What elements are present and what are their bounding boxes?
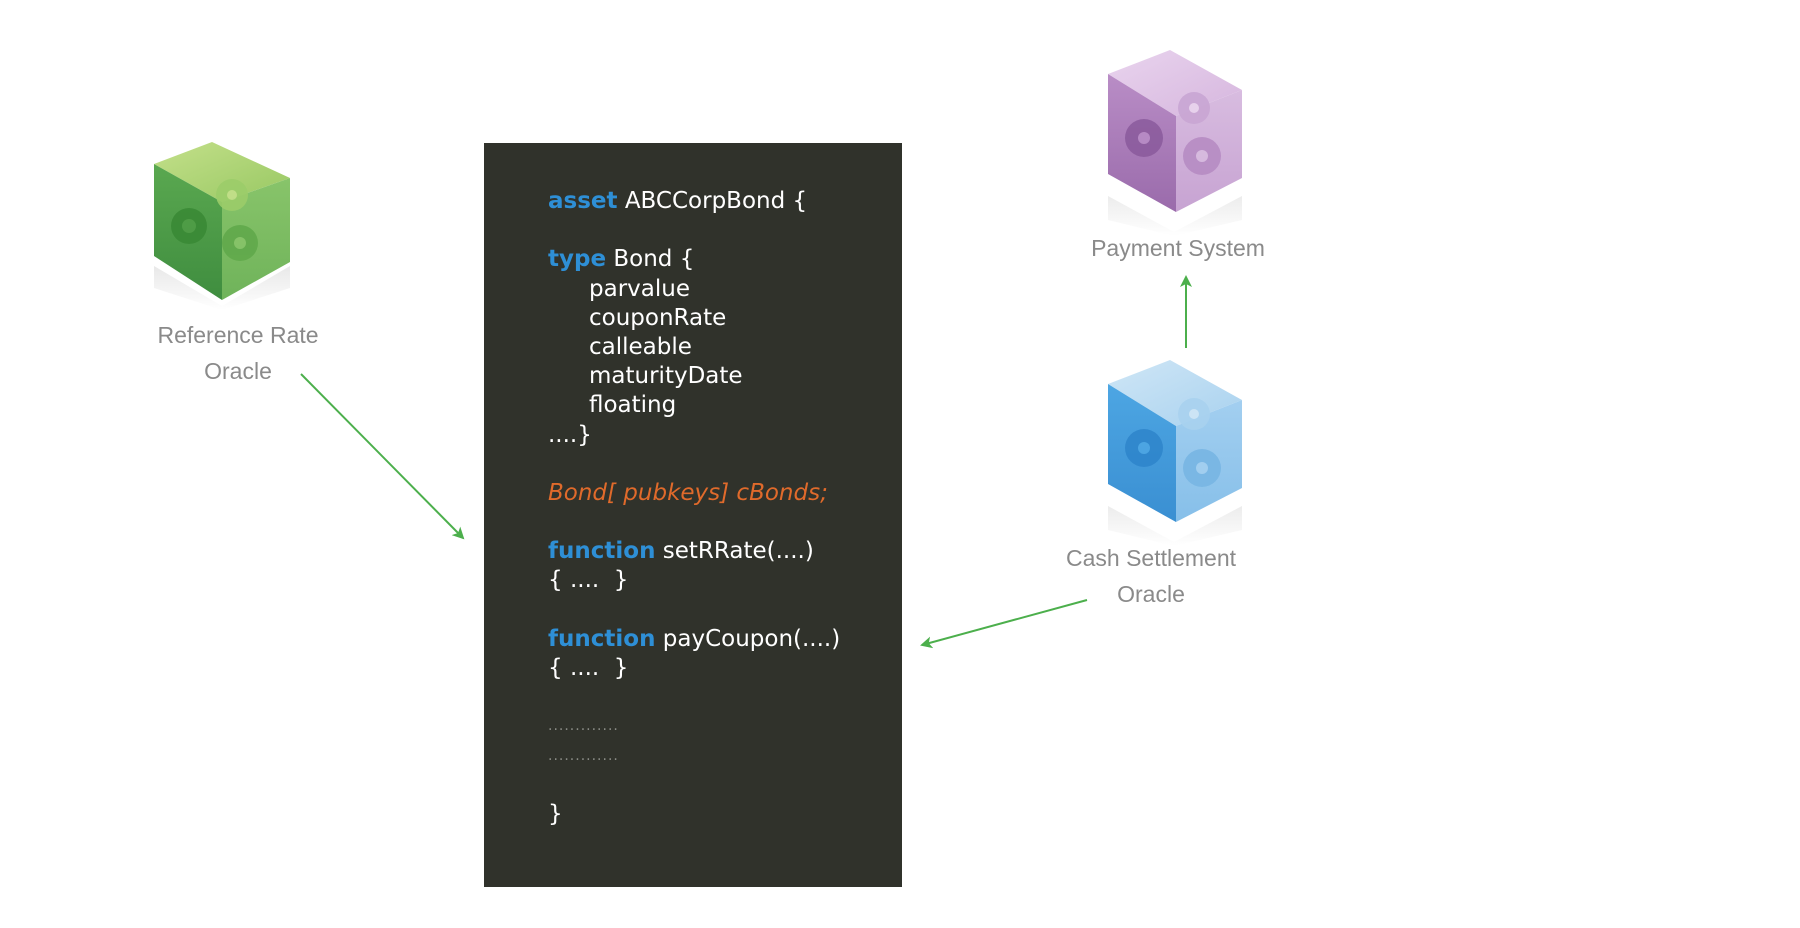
field-coupon-rate: couponRate — [589, 304, 727, 331]
code-ellipsis: ............. — [548, 718, 619, 735]
asset-line: asset ABCCorpBond { — [548, 187, 888, 216]
function-pay-coupon: function payCoupon(....) — [548, 625, 888, 654]
function-signature: setRRate(....) — [662, 538, 814, 565]
reference-oracle-label-line2: Oracle — [204, 358, 272, 384]
field-maturity-date: maturityDate — [589, 363, 743, 390]
type-name: Bond { — [613, 246, 695, 273]
reference-oracle-label-line1: Reference Rate — [157, 322, 319, 348]
payment-system-gears-cube-icon — [1108, 50, 1242, 236]
asset-name: ABCCorpBond { — [624, 188, 808, 214]
type-close: ....} — [548, 421, 592, 448]
field-floating: floating — [589, 392, 677, 419]
function-body: { .... } — [548, 567, 629, 594]
function-body: { .... } — [548, 655, 629, 681]
field-parvalue: parvalue — [589, 275, 690, 302]
asset-close: } — [548, 800, 563, 827]
reference-oracle-gears-cube-icon — [154, 142, 290, 310]
type-line: type Bond { — [548, 245, 888, 274]
asset-keyword: asset — [548, 188, 618, 214]
cash-oracle-label-line1: Cash Settlement — [1065, 545, 1237, 571]
code-ellipsis: ............. — [548, 747, 619, 764]
cash-oracle-gears-cube-icon — [1108, 360, 1242, 546]
payment-system-label-line1: Payment System — [1091, 235, 1265, 261]
payment-system-label: Payment System — [1078, 230, 1278, 266]
cash-oracle-label-line2: Oracle — [1117, 581, 1185, 607]
field-calleable: calleable — [589, 333, 692, 360]
smart-contract-code-panel: asset ABCCorpBond { type Bond { parvalue… — [484, 143, 902, 887]
contract-code: asset ABCCorpBond { type Bond { parvalue… — [548, 187, 888, 829]
function-set-rrate: function setRRate(....) — [548, 537, 888, 566]
function-keyword: function — [548, 625, 656, 652]
type-keyword: type — [548, 246, 607, 273]
bonds-declaration: Bond[ pubkeys] cBonds; — [548, 479, 828, 506]
arrow-cash-to-contract — [920, 599, 1088, 649]
cash-oracle-label: Cash Settlement Oracle — [1041, 540, 1261, 612]
function-keyword: function — [548, 538, 656, 565]
function-signature: payCoupon(....) — [662, 625, 841, 652]
reference-oracle-label: Reference Rate Oracle — [138, 317, 338, 389]
arrow-reference-to-contract — [300, 373, 465, 540]
